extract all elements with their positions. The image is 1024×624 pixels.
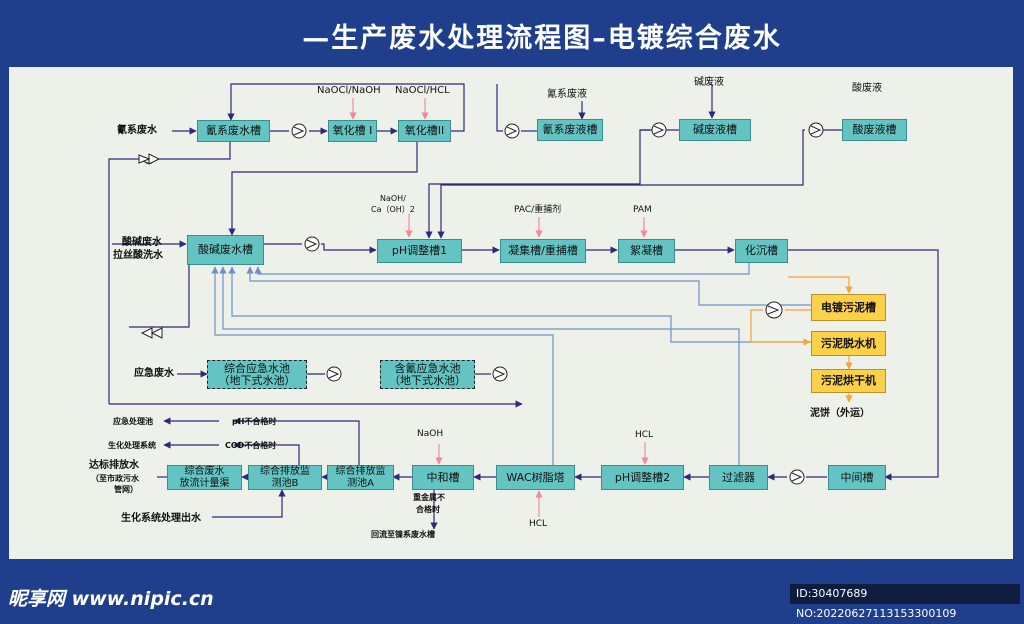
return-ni-label: 回流至镍系废水槽 [371, 530, 435, 539]
filter: 过滤器 [709, 465, 768, 490]
naocl-hcl-label: NaOCl/HCL [395, 85, 450, 96]
discharge-label-3: 管网） [114, 485, 138, 494]
ph-fail-label: pH不合格时 [232, 417, 277, 426]
flocculation-tank: 絮凝槽 [618, 239, 675, 263]
oxidation-tank-2: 氧化槽II [398, 120, 451, 142]
bio-system-label: 生化处理系统 [108, 441, 156, 450]
cyan-liquid-tank: 氰系废液槽 [537, 119, 603, 141]
pam-label: PAM [633, 205, 652, 215]
wac-resin-tower: WAC树脂塔 [496, 465, 575, 490]
pump-icon [504, 123, 520, 139]
pump-icon [765, 301, 783, 319]
flow-lines [108, 83, 939, 530]
alkali-liquid-tank: 碱废液槽 [679, 119, 751, 141]
cod-fail-label: COD不合格时 [225, 441, 277, 450]
emergency-process-label: 应急处理池 [113, 417, 153, 426]
acid-alkali-in-label-1: 酸碱废水 [122, 237, 162, 248]
cyan-liquid-label: 氰系废液 [547, 89, 587, 100]
sludge-cake-label: 泥饼（外运） [810, 408, 870, 419]
oxidation-tank-1: 氧化槽 I [328, 120, 377, 142]
monitor-pool-a: 综合排放监 测池A [327, 465, 394, 490]
alkali-liquid-label: 碱废液 [694, 77, 724, 88]
heavy-metal-label-2: 合格时 [416, 505, 440, 514]
emergency-waste-label: 应急废水 [134, 368, 174, 379]
pump-icon [304, 236, 320, 252]
bio-out-label: 生化系统处理出水 [121, 513, 201, 524]
cyan-waste-tank: 氰系废水槽 [197, 120, 270, 142]
acid-liquid-label: 酸废液 [852, 83, 882, 94]
settling-tank: 化沉槽 [735, 239, 788, 263]
watermark-logo: 昵享网 www.nipic.cn [8, 588, 214, 610]
pump-icon [492, 366, 508, 382]
sludge-tank: 电镀污泥槽 [811, 294, 886, 321]
pac-label: PAC/重捕剂 [514, 205, 562, 215]
discharge-label-1: 达标排放水 [89, 460, 139, 471]
pump-icon [651, 122, 667, 138]
neutralization-tank: 中和槽 [412, 465, 474, 490]
diagram-panel: 氰系废水槽 氧化槽 I 氧化槽II 氰系废液槽 碱废液槽 酸废液槽 酸碱废水槽 … [9, 67, 1013, 559]
acid-alkali-in-label-2: 拉丝酸洗水 [113, 250, 163, 261]
valve-icon [140, 327, 163, 339]
acid-liquid-tank: 酸废液槽 [842, 119, 907, 141]
discharge-label-2: （至市政污水 [91, 474, 139, 483]
naocl-naoh-label: NaOCl/NaOH [317, 85, 381, 96]
sludge-dewatering-machine: 污泥脱水机 [811, 331, 886, 356]
ph-adjust-tank-1: pH调整槽1 [377, 239, 462, 263]
monitor-pool-b: 综合排放监 测池B [248, 465, 322, 490]
hcl-label-bottom: HCL [529, 519, 548, 529]
emergency-pool: 综合应急水池 （地下式水池） [207, 360, 307, 389]
acid-alkali-tank: 酸碱废水槽 [187, 235, 264, 265]
sludge-dryer: 污泥烘干机 [811, 369, 886, 393]
pump-icon [291, 123, 307, 139]
hcl-label-top: HCL [635, 430, 654, 440]
pump-icon [326, 366, 342, 382]
image-id: ID:30407689 NO:20220627113153300109 [790, 584, 1020, 620]
naoh-ca-label-2: Ca（OH）2 [371, 205, 415, 214]
ph-adjust-tank-2: pH调整槽2 [601, 465, 684, 490]
flow-metering-channel: 综合废水 放流计量渠 [167, 465, 242, 490]
cyan-waste-label: 氰系废水 [117, 125, 157, 136]
cyanide-emergency-pool: 含氰应急水池 （地下式水池） [380, 360, 475, 389]
coagulation-tank: 凝集槽/重捕槽 [500, 239, 586, 263]
diagram-title: —生产废水处理流程图–电镀综合废水 [302, 23, 782, 54]
naoh-ca-label-1: NaOH/ [380, 194, 406, 203]
intermediate-tank: 中间槽 [828, 465, 886, 490]
heavy-metal-label-1: 重金属不 [413, 493, 445, 502]
naoh-label: NaOH [417, 429, 444, 439]
pump-icon [789, 469, 805, 485]
pump-icon [808, 122, 824, 138]
